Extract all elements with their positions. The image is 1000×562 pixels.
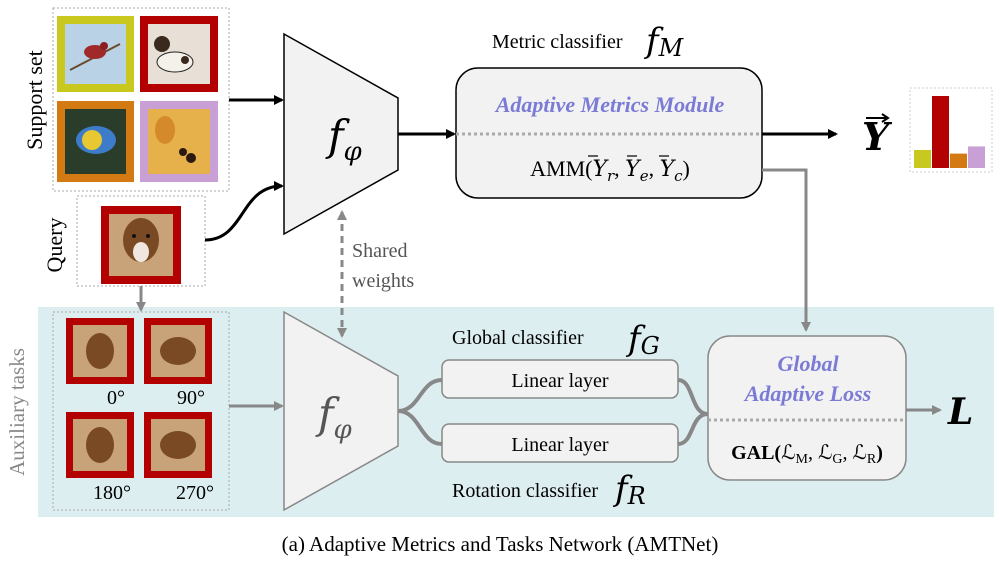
metric-classifier-symbol: fM — [643, 21, 685, 62]
fish-image — [57, 101, 134, 182]
output-bar-frame — [909, 87, 993, 173]
output-y-vector-mark — [866, 113, 890, 123]
gal-title-line-2: Adaptive Loss — [743, 381, 872, 406]
bird-image — [57, 16, 134, 92]
rotated-image-270 — [144, 412, 212, 478]
rotation-label-270: 270° — [176, 482, 214, 504]
rotated-images-frame — [52, 311, 230, 511]
gal-formula: GAL(ℒM, ℒG, ℒR) — [731, 442, 883, 467]
linear-to-gal-brace — [677, 378, 709, 446]
encoder-branch-brace — [397, 378, 443, 446]
amm-title: Adaptive Metrics Module — [494, 92, 725, 117]
rotated-image-0 — [66, 318, 134, 384]
global-classifier-label: Global classifier — [452, 327, 584, 349]
metric-classifier-label: Metric classifier — [492, 31, 623, 53]
output-bar-1 — [914, 150, 931, 168]
linear-layer-1-label: Linear layer — [511, 370, 608, 392]
query-to-encoder-arrow — [204, 181, 284, 242]
linear-layer-2-label: Linear layer — [511, 434, 608, 456]
support-set-label: Support set — [22, 50, 47, 150]
rotation-label-0: 0° — [107, 387, 125, 409]
amm-to-gal-arrow — [762, 168, 811, 332]
query-label: Query — [42, 218, 67, 273]
ant-image — [140, 101, 218, 182]
query-dog-image — [101, 206, 181, 284]
top-encoder — [283, 32, 399, 236]
gal-box — [707, 335, 907, 481]
output-bar-chart — [909, 87, 993, 173]
shared-weights-label-1: Shared — [352, 240, 408, 262]
rotated-image-90 — [144, 318, 212, 384]
auxiliary-tasks-label: Auxiliary tasks — [5, 348, 29, 476]
figure-caption: (a) Adaptive Metrics and Tasks Network (… — [282, 532, 719, 556]
output-bar-3 — [950, 153, 967, 168]
rotation-label-180: 180° — [93, 482, 131, 504]
output-bar-4 — [968, 146, 985, 168]
shared-weights-label-2: weights — [352, 270, 414, 292]
support-set-frame — [52, 7, 230, 192]
rotation-classifier-label: Rotation classifier — [452, 480, 598, 502]
dog-image — [140, 16, 218, 92]
rotation-label-90: 90° — [177, 387, 205, 409]
output-bar-2 — [932, 96, 949, 168]
rotated-image-180 — [66, 412, 134, 478]
output-y-symbol: Y — [862, 114, 893, 159]
gal-title-line-1: Global — [777, 351, 839, 376]
amm-formula: AMM(Yr, Ye, Yc) — [530, 156, 690, 185]
loss-symbol: L — [947, 391, 973, 433]
bottom-encoder — [283, 310, 399, 512]
